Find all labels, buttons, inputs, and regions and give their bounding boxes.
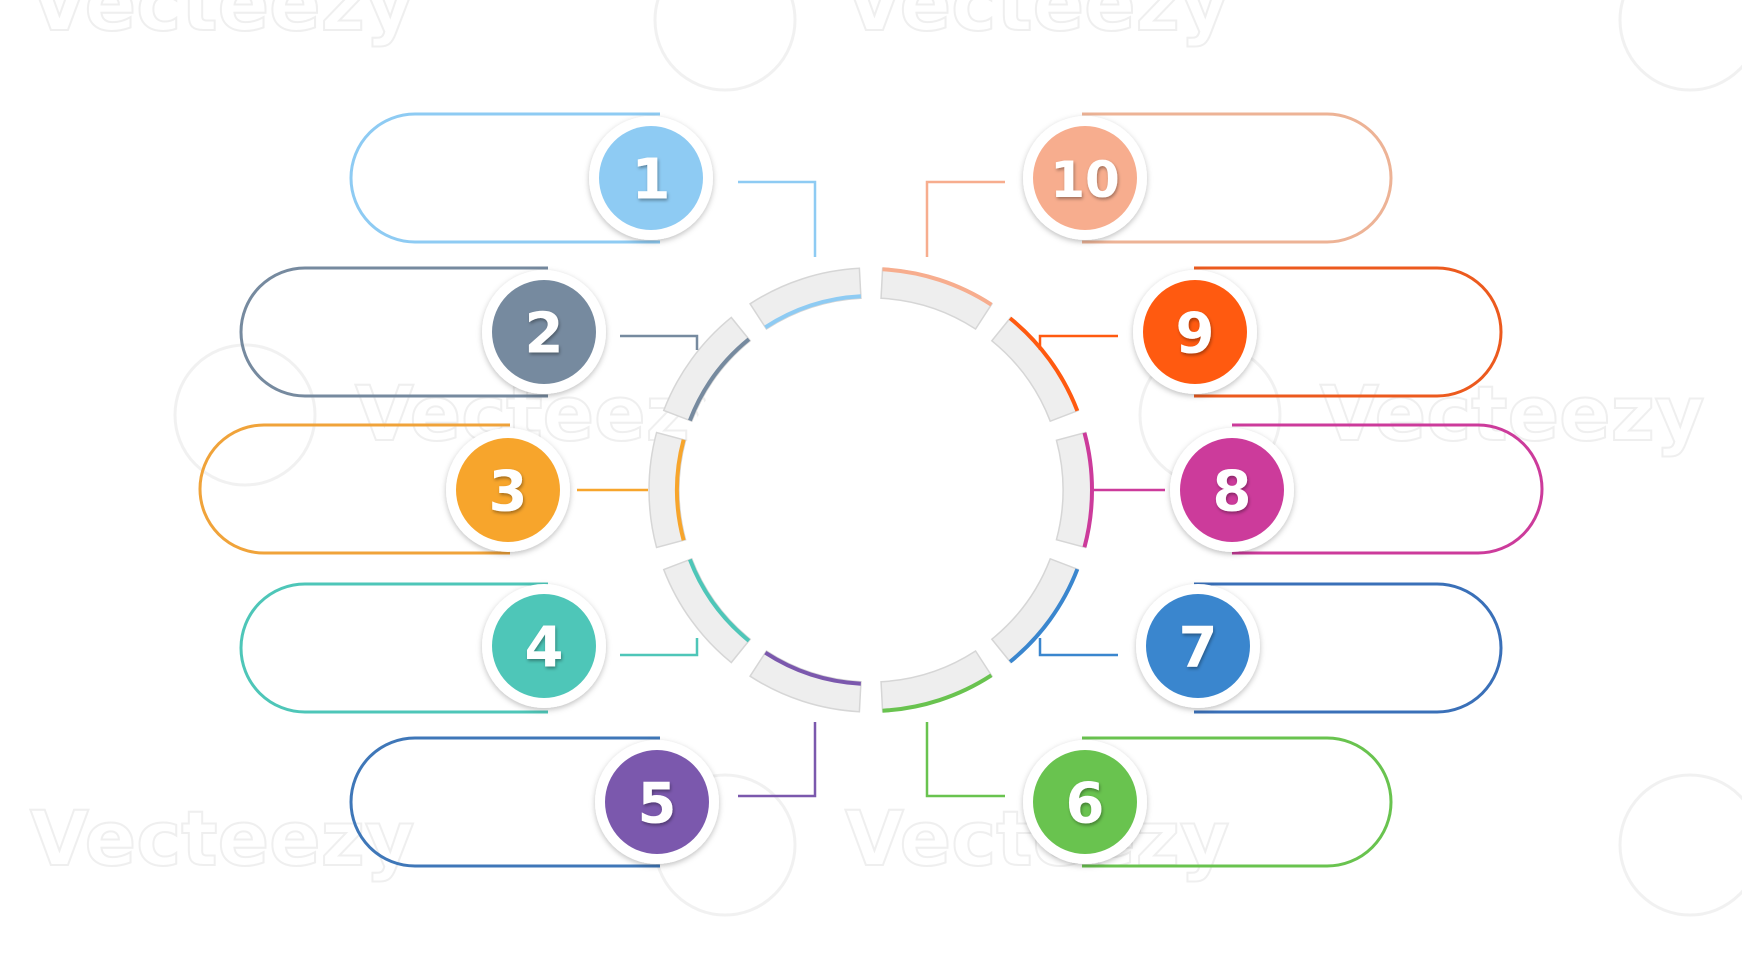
- ring-segment: [749, 649, 862, 713]
- number-badge: [456, 438, 560, 542]
- step-item: 2: [239, 266, 606, 398]
- watermark-layer: Vecteezy Vecteezy Vecteezy Vecteezy Vect…: [29, 0, 1742, 917]
- connector-line: [620, 334, 699, 350]
- ring-segment: [662, 316, 752, 423]
- connector-line: [925, 180, 1005, 257]
- ring-segment-accent: [882, 267, 993, 307]
- connector-line: [620, 638, 699, 657]
- number-badge: [1033, 126, 1137, 230]
- step-number: 4: [525, 616, 564, 681]
- connector-line: [738, 180, 817, 257]
- step-item: 4: [239, 582, 606, 714]
- ring-segment: [662, 557, 752, 664]
- number-badge: [605, 750, 709, 854]
- connector-line: [1038, 334, 1118, 350]
- step-number: 1: [632, 148, 671, 213]
- step-item: 8: [1170, 423, 1544, 555]
- number-badge: [1146, 594, 1250, 698]
- step-pill-outline: [1194, 582, 1503, 714]
- connector-line: [925, 722, 1005, 798]
- number-badge: [492, 280, 596, 384]
- watermark-text: Vecteezy: [30, 0, 414, 48]
- step-number: 3: [489, 460, 528, 525]
- step-number: 2: [525, 302, 564, 367]
- step-pill-outline: [198, 423, 510, 555]
- number-badge: [1143, 280, 1247, 384]
- step-item: 9: [1133, 266, 1503, 398]
- number-badge: [1033, 750, 1137, 854]
- watermark-logo-icon: [653, 0, 797, 92]
- ring-segment-accent: [1008, 568, 1080, 664]
- ring-segment-accent: [1008, 316, 1080, 412]
- step-pill-outline: [239, 266, 548, 398]
- step-pill-outline: [1082, 736, 1393, 868]
- ring-segment-accent: [764, 651, 861, 686]
- step-pill-outline: [1082, 112, 1393, 244]
- step-pill-outline: [349, 112, 660, 244]
- step-item: 5: [349, 736, 719, 868]
- ring-segment: [749, 267, 862, 331]
- number-badge: [492, 594, 596, 698]
- center-ring: [648, 267, 1094, 713]
- step-number: 10: [1050, 151, 1120, 209]
- ring-segment-accent: [882, 673, 993, 713]
- step-number: 5: [638, 772, 677, 837]
- connector-line: [1038, 638, 1118, 657]
- step-pill-outline: [1194, 266, 1503, 398]
- watermark-text: Vecteezy: [1320, 369, 1704, 458]
- step-number: 6: [1066, 772, 1105, 837]
- step-number: 9: [1176, 302, 1215, 367]
- watermark-text: Vecteezy: [845, 0, 1229, 48]
- center-circle: [683, 302, 1059, 678]
- watermark-logo-icon: [1618, 773, 1742, 917]
- connector-lines: [577, 180, 1165, 798]
- step-item: 3: [198, 423, 570, 555]
- ring-segment-accent: [675, 439, 686, 541]
- connector-line: [738, 722, 817, 798]
- step-item: 7: [1136, 582, 1503, 714]
- number-badge: [599, 126, 703, 230]
- step-item: 1: [349, 112, 713, 244]
- step-pill-outline: [239, 582, 548, 714]
- step-pills: 1 2 3 4 5 6 7 8 9 10: [198, 112, 1544, 868]
- watermark-logo-icon: [1618, 0, 1742, 92]
- ring-segment: [648, 431, 687, 549]
- step-item: 6: [1023, 736, 1393, 868]
- step-pill-outline: [349, 736, 660, 868]
- ring-segment-accent: [688, 337, 751, 422]
- ring-segment-accent: [764, 294, 861, 329]
- number-badge: [1180, 438, 1284, 542]
- step-item: 10: [1023, 112, 1393, 244]
- ring-segment-accent: [688, 558, 751, 643]
- ring-segment-accent: [1082, 432, 1094, 548]
- watermark-logo-icon: [173, 343, 317, 487]
- watermark-text: Vecteezy: [30, 794, 414, 883]
- step-number: 8: [1213, 460, 1252, 525]
- step-pill-outline: [1232, 423, 1544, 555]
- step-number: 7: [1179, 616, 1218, 681]
